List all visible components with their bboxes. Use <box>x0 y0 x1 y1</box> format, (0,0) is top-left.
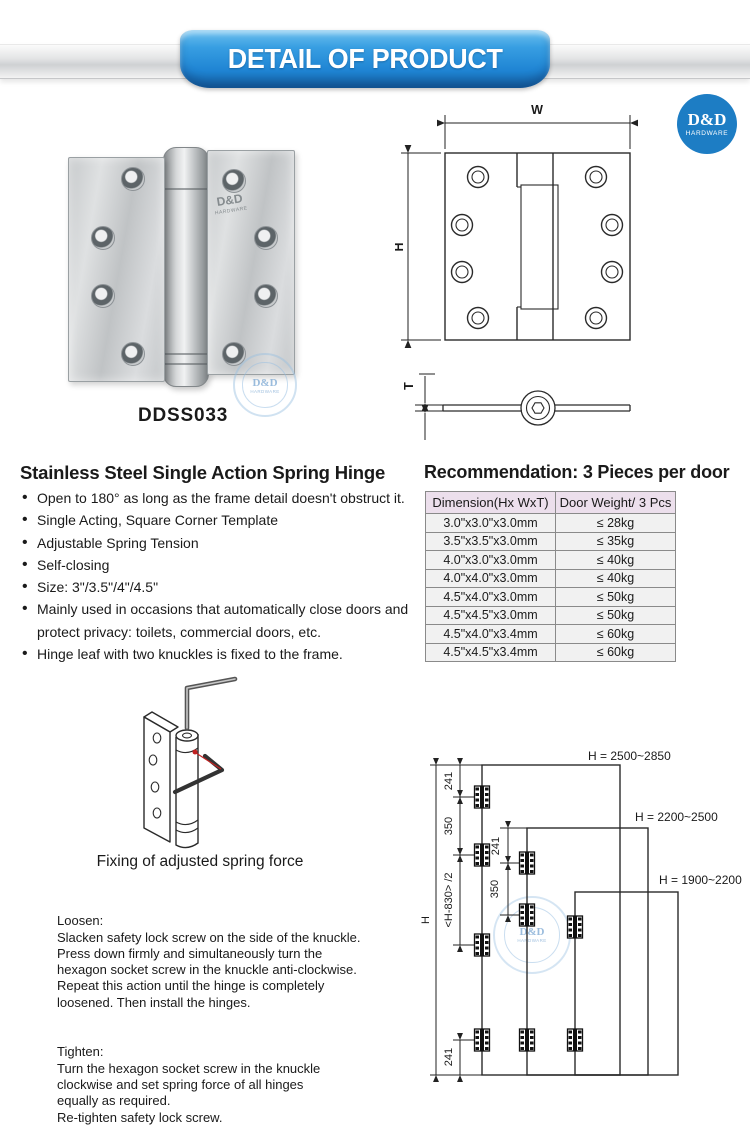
table-cell: 4.5"x4.0"x3.4mm <box>425 624 556 644</box>
table-row: 4.5"x4.0"x3.4mm≤ 60kg <box>425 624 676 644</box>
dim-label-t: T <box>402 382 416 390</box>
tighten-title: Tighten: <box>57 1044 104 1060</box>
table-cell: ≤ 35kg <box>555 531 676 551</box>
dim-overall-h: H <box>420 916 432 924</box>
table-cell: 3.5"x3.5"x3.0mm <box>425 531 556 551</box>
rec-table-header-cell: Door Weight/ 3 Pcs <box>555 491 676 514</box>
table-cell: 4.0"x3.0"x3.0mm <box>425 550 556 570</box>
feature-item: Hinge leaf with two knuckles is fixed to… <box>22 643 418 666</box>
door-label-medium: H = 2200~2500 <box>635 810 718 824</box>
dim-h-830-2: <H-830> /2 <box>443 872 455 927</box>
recommendation-title: Recommendation: 3 Pieces per door <box>424 462 730 482</box>
screw-hole <box>121 342 145 366</box>
table-cell: 4.0"x4.0"x3.0mm <box>425 568 556 588</box>
dim-label-h: H <box>395 242 406 251</box>
product-detail-page: { "banner": { "title": "DETAIL OF PRODUC… <box>0 0 750 1114</box>
loosen-text: Slacken safety lock screw on the side of… <box>57 929 361 1010</box>
hinge-barrel <box>163 147 209 387</box>
feature-list: Open to 180° as long as the frame detail… <box>22 487 418 666</box>
feature-item: Open to 180° as long as the frame detail… <box>22 487 418 510</box>
brand-logo-subtext: HARDWARE <box>685 130 729 137</box>
technical-drawing: W H T <box>395 103 639 440</box>
loosen-title: Loosen: <box>57 913 104 929</box>
feature-item: Single Acting, Square Corner Template <box>22 509 418 532</box>
brand-logo-text: D&D <box>687 110 727 129</box>
dim-mid-350: 350 <box>489 880 501 898</box>
product-model: DDSS033 <box>138 405 229 426</box>
adjustment-instructions: Loosen:Slacken safety lock screw on the … <box>57 897 402 1143</box>
table-cell: 3.0"x3.0"x3.0mm <box>425 513 556 533</box>
illustration-caption: Fixing of adjusted spring force <box>96 853 304 870</box>
table-cell: 4.5"x4.0"x3.0mm <box>425 587 556 607</box>
banner-title: DETAIL OF PRODUCT <box>227 43 503 74</box>
screw-hole <box>91 226 115 250</box>
table-row: 4.5"x4.5"x3.4mm≤ 60kg <box>425 642 676 662</box>
table-cell: ≤ 40kg <box>555 568 676 588</box>
door-medium <box>526 827 649 1076</box>
table-cell: ≤ 50kg <box>555 587 676 607</box>
feature-item: Self-closing <box>22 554 418 577</box>
door-label-tall: H = 2500~2850 <box>588 749 671 763</box>
table-cell: 4.5"x4.5"x3.0mm <box>425 605 556 625</box>
allen-key-icon <box>184 676 238 731</box>
rec-table-header-cell: Dimension(Hx WxT) <box>425 491 556 514</box>
table-cell: ≤ 28kg <box>555 513 676 533</box>
red-leader-line <box>195 752 222 770</box>
screw-hole <box>254 226 278 250</box>
dim-mid-241: 241 <box>490 837 502 855</box>
screw-hole <box>254 284 278 308</box>
hinge-icons <box>473 785 584 1052</box>
table-cell: ≤ 40kg <box>555 550 676 570</box>
door-small <box>574 891 679 1076</box>
hinge-right-leaf <box>207 150 295 375</box>
allen-key-dark-icon <box>172 753 225 795</box>
table-row: 4.5"x4.5"x3.0mm≤ 50kg <box>425 605 676 625</box>
hinge-left-leaf <box>68 157 165 382</box>
table-cell: ≤ 60kg <box>555 624 676 644</box>
screw-holes-drawing <box>450 165 624 330</box>
dim-350: 350 <box>443 817 455 835</box>
feature-item: Adjustable Spring Tension <box>22 532 418 555</box>
dim-241-top: 241 <box>443 772 455 790</box>
banner-ribbon: DETAIL OF PRODUCT <box>180 30 550 88</box>
screw-hole <box>121 167 145 191</box>
barrel-drawing <box>175 729 199 849</box>
table-row: 3.5"x3.5"x3.0mm≤ 35kg <box>425 531 676 551</box>
table-cell: ≤ 60kg <box>555 642 676 662</box>
table-row: 3.0"x3.0"x3.0mm≤ 28kg <box>425 513 676 533</box>
tighten-text: Turn the hexagon socket screw in the knu… <box>57 1060 321 1125</box>
feature-item: Size: 3"/3.5"/4"/4.5" <box>22 576 418 599</box>
screw-hole <box>91 284 115 308</box>
door-label-small: H = 1900~2200 <box>659 873 742 887</box>
features-title: Stainless Steel Single Action Spring Hin… <box>20 462 386 483</box>
feature-item: Mainly used in occasions that automatica… <box>22 598 418 643</box>
table-row: 4.5"x4.0"x3.0mm≤ 50kg <box>425 587 676 607</box>
door-tall <box>481 764 621 1076</box>
table-cell: ≤ 50kg <box>555 605 676 625</box>
brand-logo: D&D HARDWARE <box>677 94 737 154</box>
rec-table-header-row: Dimension(Hx WxT)Door Weight/ 3 Pcs <box>425 491 676 514</box>
table-row: 4.0"x3.0"x3.0mm≤ 40kg <box>425 550 676 570</box>
dim-label-w: W <box>531 103 543 117</box>
tighten-paragraph: Tighten:Turn the hexagon socket screw in… <box>57 1028 402 1126</box>
spring-adjustment-illustration <box>143 676 238 849</box>
loosen-paragraph: Loosen:Slacken safety lock screw on the … <box>57 897 402 1011</box>
table-row: 4.0"x4.0"x3.0mm≤ 40kg <box>425 568 676 588</box>
screw-hole <box>222 169 246 193</box>
table-cell: 4.5"x4.5"x3.4mm <box>425 642 556 662</box>
installation-diagram: H 241 350 <H-830> /2 241 241 350 H = 250… <box>420 749 742 1083</box>
recommendation-table: Dimension(Hx WxT)Door Weight/ 3 Pcs 3.0"… <box>425 491 676 662</box>
dim-241-bottom: 241 <box>443 1048 455 1066</box>
